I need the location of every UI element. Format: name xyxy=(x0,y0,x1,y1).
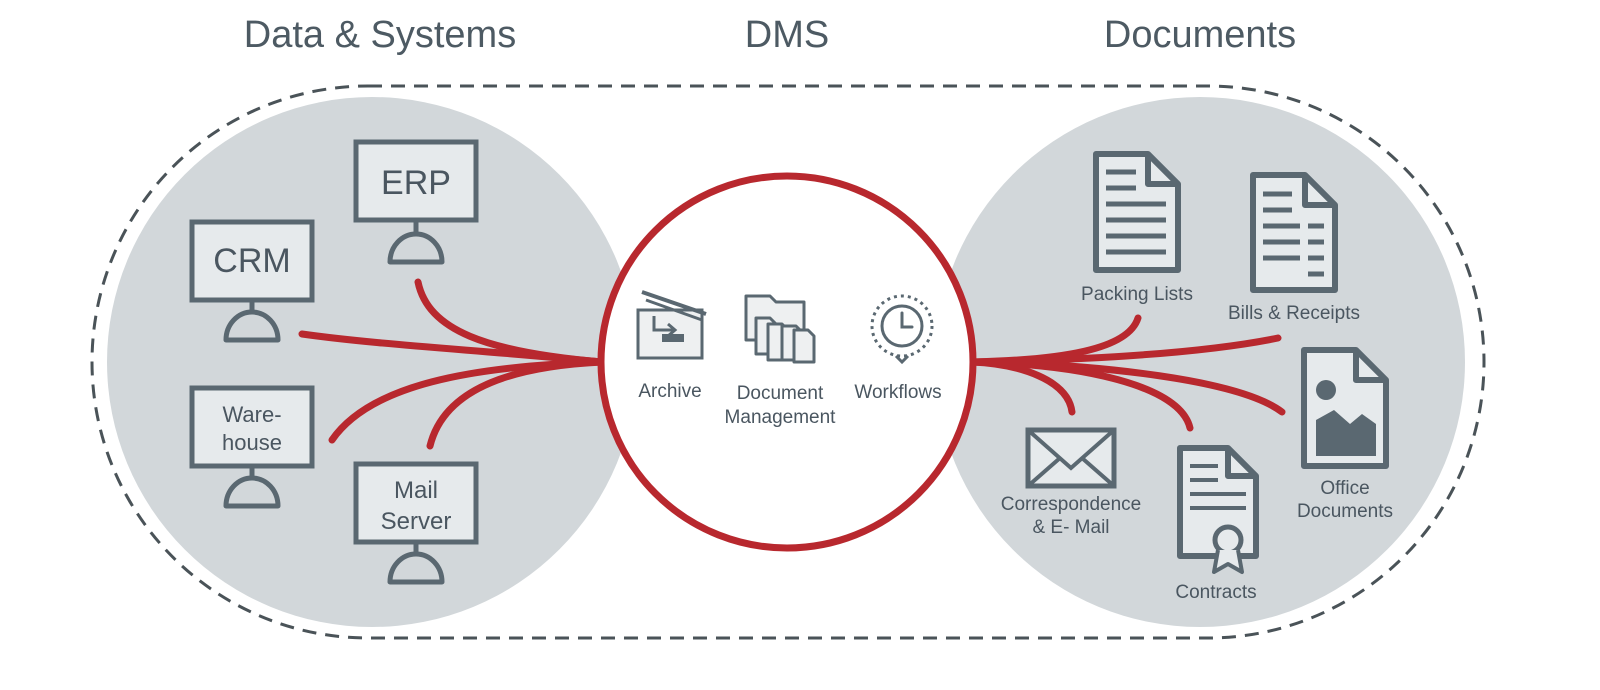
heading-data-systems: Data & Systems xyxy=(243,14,517,56)
flow-line-crm xyxy=(298,330,606,366)
flow-line-mail xyxy=(426,358,606,450)
archive-label: Archive xyxy=(638,381,701,402)
envelope-icon xyxy=(1025,427,1117,489)
office-documents-label-line2: Documents xyxy=(1297,501,1393,522)
mail-server-label-line2: Server xyxy=(381,508,452,535)
workflows-icon xyxy=(870,294,934,365)
document-management-label-line1: Document xyxy=(737,383,824,404)
packing-list-document-icon xyxy=(1093,151,1181,273)
document-management-label-line2: Management xyxy=(725,407,837,428)
warehouse-label-line1: Ware- xyxy=(222,402,281,427)
packing-lists-label: Packing Lists xyxy=(1081,284,1193,305)
warehouse-label-line2: house xyxy=(222,430,282,455)
office-document-icon xyxy=(1301,347,1389,469)
contract-document-icon xyxy=(1177,445,1259,574)
dms-circle xyxy=(597,172,977,552)
office-documents-label-line1: Office xyxy=(1320,478,1369,499)
bills-receipts-label: Bills & Receipts xyxy=(1228,303,1360,324)
archive-icon xyxy=(636,290,707,360)
correspondence-label-line1: Correspondence xyxy=(1001,494,1141,515)
heading-documents: Documents xyxy=(1103,14,1297,56)
erp-label: ERP xyxy=(381,164,451,202)
correspondence-label-line2: & E- Mail xyxy=(1032,517,1109,538)
dashed-outline xyxy=(90,84,1486,640)
right-flow-lines xyxy=(968,314,1286,432)
bills-receipts-document-icon xyxy=(1250,172,1338,293)
contracts-label: Contracts xyxy=(1175,582,1256,603)
document-management-icon xyxy=(744,294,816,364)
crm-label: CRM xyxy=(213,242,290,280)
left-flow-lines xyxy=(298,278,606,450)
mail-server-label-line1: Mail xyxy=(394,477,438,504)
erp-monitor-icon: ERP xyxy=(353,139,479,265)
flow-line-contracts xyxy=(968,358,1194,432)
workflows-label: Workflows xyxy=(854,382,941,403)
crm-monitor-icon: CRM xyxy=(189,219,315,343)
warehouse-monitor-icon: Ware- house xyxy=(189,385,315,509)
mail-server-monitor-icon: Mail Server xyxy=(353,461,479,585)
heading-dms: DMS xyxy=(744,14,830,56)
